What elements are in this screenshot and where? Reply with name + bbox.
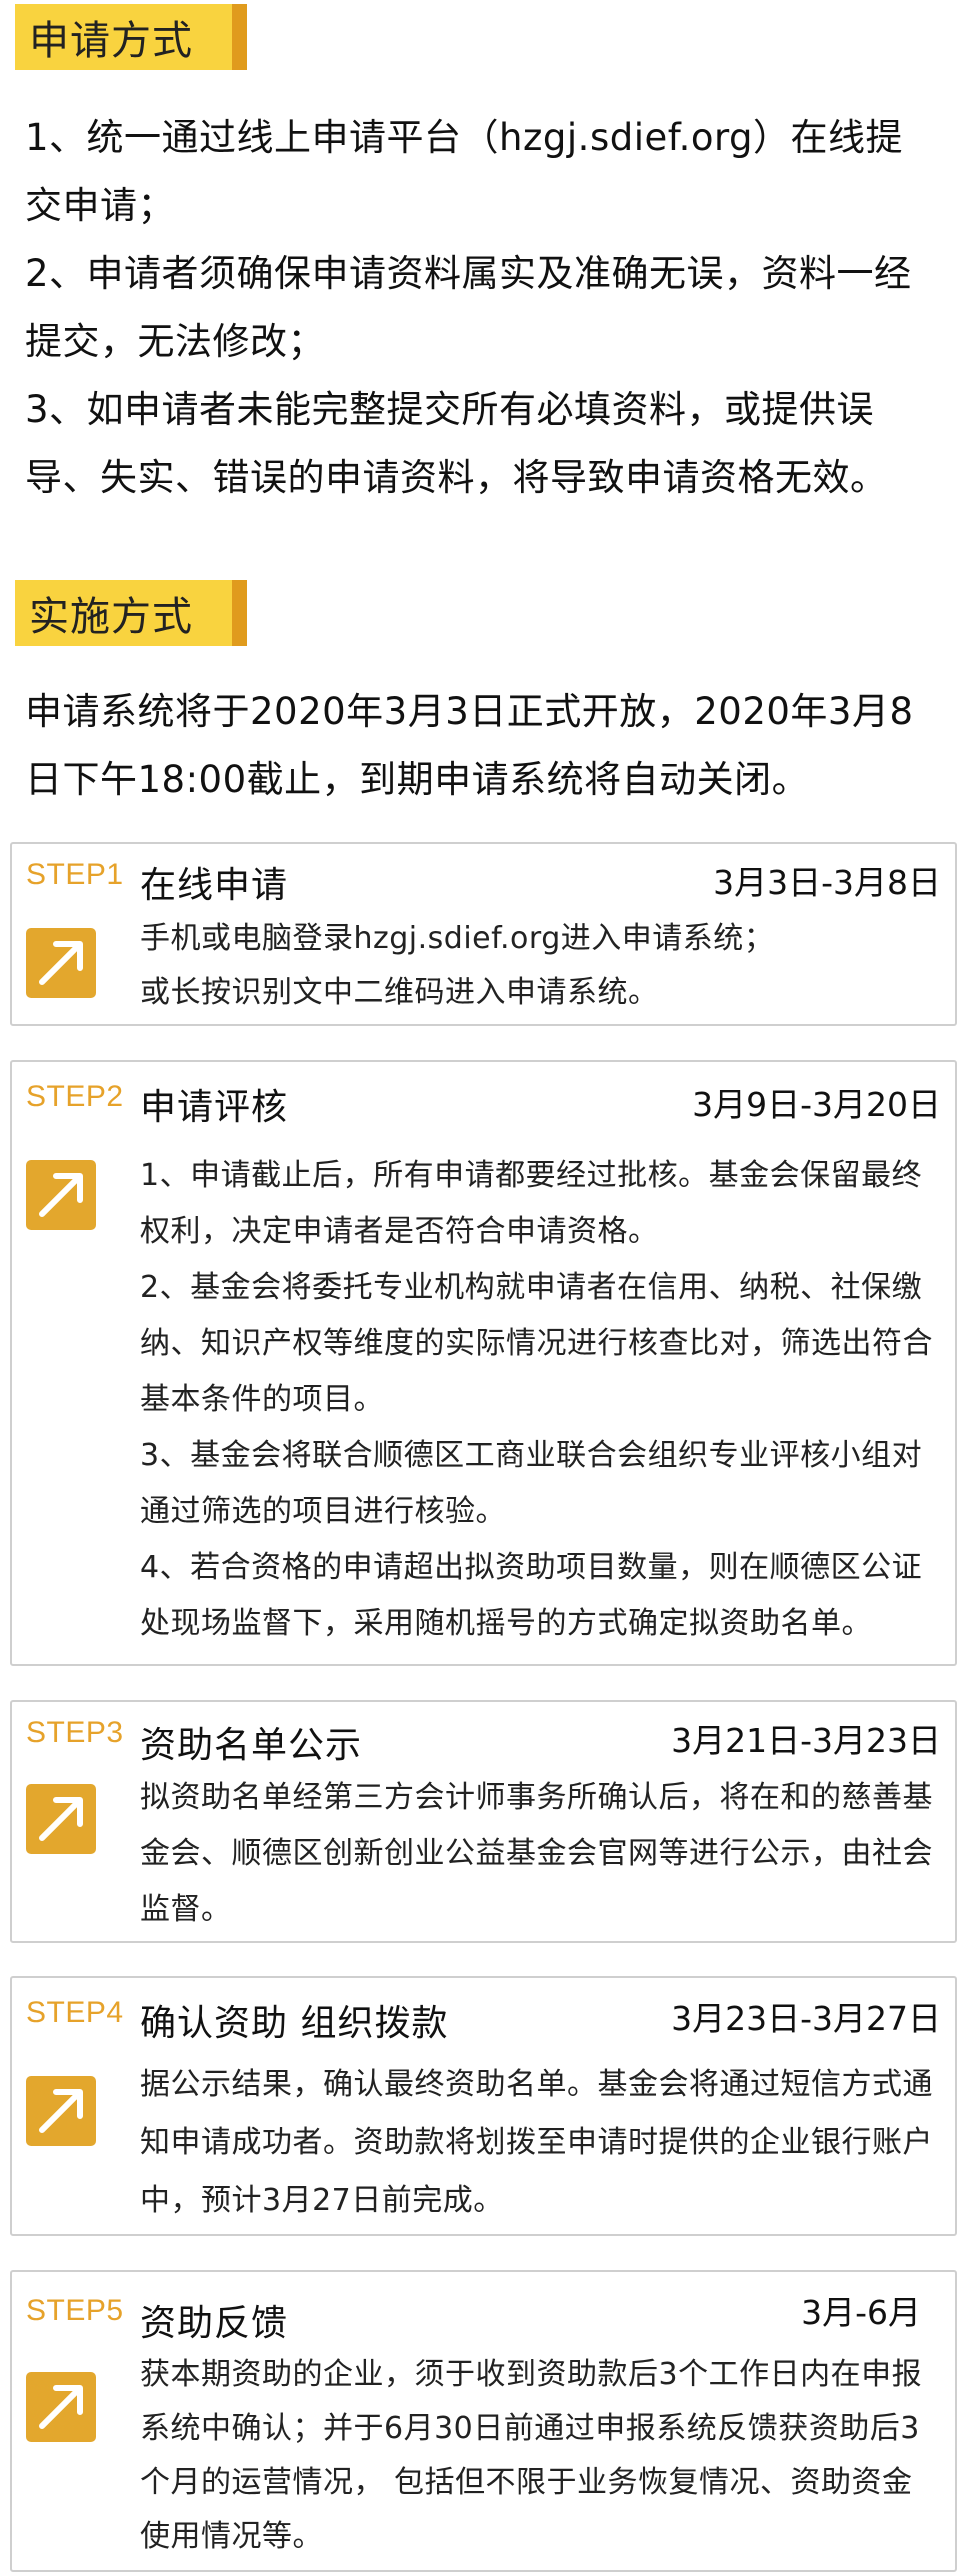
arrow-up-right-icon <box>26 1784 96 1854</box>
arrow-up-right-icon <box>26 1160 96 1230</box>
step-body-line: 1、申请截止后，所有申请都要经过批核。基金会保留最终权利，决定申请者是否符合申请… <box>140 1158 923 1249</box>
arrow-up-right-icon <box>26 2076 96 2146</box>
step-tag: STEP2 <box>26 1080 124 1113</box>
apply-method-item: 3、如申请者未能完整提交所有必填资料，或提供误导、失实、错误的申请资料，将导致申… <box>25 388 888 499</box>
step-title: 资助反馈 <box>140 2303 289 2344</box>
step-body-line: 获本期资助的企业，须于收到资助款后3个工作日内在申报系统中确认；并于6月30日前… <box>140 2357 923 2554</box>
section-title: 申请方式 <box>15 4 232 70</box>
apply-method-item: 1、统一通过线上申请平台（hzgj.sdief.org）在线提交申请； <box>25 116 904 227</box>
arrow-up-right-icon <box>26 2372 96 2442</box>
section-header-accent <box>232 4 247 70</box>
section-header-apply-method: 申请方式 <box>15 4 247 70</box>
step-body: 获本期资助的企业，须于收到资助款后3个工作日内在申报系统中确认；并于6月30日前… <box>140 2348 941 2564</box>
step-body-line: 或长按识别文中二维码进入申请系统。 <box>140 975 659 1010</box>
step-tag: STEP4 <box>26 1996 124 2029</box>
section-title: 实施方式 <box>15 580 232 646</box>
step-tag: STEP1 <box>26 858 124 891</box>
step-date: 3月21日-3月23日 <box>671 1721 941 1760</box>
step-card-5: STEP5 资助反馈 3月-6月 获本期资助的企业，须于收到资助款后3个工作日内… <box>10 2270 957 2572</box>
section-header-accent <box>232 580 247 646</box>
step-title: 申请评核 <box>140 1087 289 1128</box>
step-title: 资助名单公示 <box>140 1725 363 1766</box>
step-body: 拟资助名单经第三方会计师事务所确认后，将在和的慈善基金会、顺德区创新创业公益基金… <box>140 1770 941 1938</box>
step-body-line: 2、基金会将委托专业机构就申请者在信用、纳税、社保缴纳、知识产权等维度的实际情况… <box>140 1270 933 1417</box>
step-body: 手机或电脑登录hzgj.sdief.org进入申请系统； 或长按识别文中二维码进… <box>140 912 941 1020</box>
step-card-4: STEP4 确认资助 组织拨款 3月23日-3月27日 据公示结果，确认最终资助… <box>10 1976 957 2236</box>
implement-intro: 申请系统将于2020年3月3日正式开放，2020年3月8日下午18:00截止，到… <box>25 678 925 814</box>
step-date: 3月23日-3月27日 <box>671 1999 941 2038</box>
step-date: 3月3日-3月8日 <box>713 863 941 902</box>
step-card-1: STEP1 在线申请 3月3日-3月8日 手机或电脑登录hzgj.sdief.o… <box>10 842 957 1026</box>
step-body-line: 4、若合资格的申请超出拟资助项目数量，则在顺德区公证处现场监督下，采用随机摇号的… <box>140 1550 923 1641</box>
step-title: 在线申请 <box>140 865 289 906</box>
step-tag: STEP3 <box>26 1716 124 1749</box>
step-body: 据公示结果，确认最终资助名单。基金会将通过短信方式通知申请成功者。资助款将划拨至… <box>140 2056 941 2230</box>
step-body-line: 拟资助名单经第三方会计师事务所确认后，将在和的慈善基金会、顺德区创新创业公益基金… <box>140 1780 933 1927</box>
step-body-line: 3、基金会将联合顺德区工商业联合会组织专业评核小组对通过筛选的项目进行核验。 <box>140 1438 923 1529</box>
step-card-2: STEP2 申请评核 3月9日-3月20日 1、申请截止后，所有申请都要经过批核… <box>10 1060 957 1666</box>
apply-method-list: 1、统一通过线上申请平台（hzgj.sdief.org）在线提交申请； 2、申请… <box>25 104 925 512</box>
step-date: 3月9日-3月20日 <box>692 1085 941 1124</box>
section-header-implement-method: 实施方式 <box>15 580 247 646</box>
step-date: 3月-6月 <box>801 2293 921 2332</box>
step-card-3: STEP3 资助名单公示 3月21日-3月23日 拟资助名单经第三方会计师事务所… <box>10 1700 957 1943</box>
step-tag: STEP5 <box>26 2294 124 2327</box>
arrow-up-right-icon <box>26 928 96 998</box>
step-body-line: 据公示结果，确认最终资助名单。基金会将通过短信方式通知申请成功者。资助款将划拨至… <box>140 2067 933 2218</box>
step-body: 1、申请截止后，所有申请都要经过批核。基金会保留最终权利，决定申请者是否符合申请… <box>140 1148 941 1652</box>
apply-method-item: 2、申请者须确保申请资料属实及准确无误，资料一经提交，无法修改； <box>25 252 912 363</box>
implement-intro-text: 申请系统将于2020年3月3日正式开放，2020年3月8日下午18:00截止，到… <box>25 690 914 801</box>
step-body-line: 手机或电脑登录hzgj.sdief.org进入申请系统； <box>140 921 775 956</box>
step-title: 确认资助 组织拨款 <box>140 2003 449 2044</box>
